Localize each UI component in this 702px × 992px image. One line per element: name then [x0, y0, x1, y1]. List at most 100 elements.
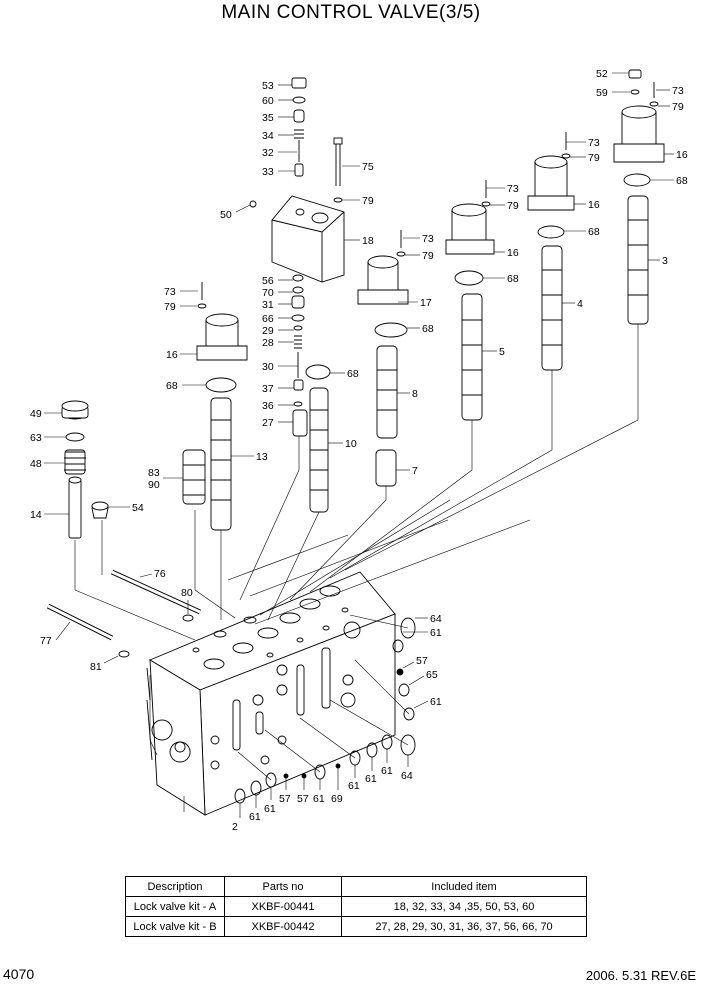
table-row: Lock valve kit - A XKBF-00441 18, 32, 33…: [125, 896, 587, 917]
callout: 68: [676, 175, 688, 187]
callout: 50: [220, 209, 232, 221]
callout: 49: [30, 408, 42, 420]
column-header: Description: [125, 876, 225, 897]
callout: 61: [264, 803, 276, 815]
callout: 52: [596, 68, 608, 80]
lock-valve-assembly-18: [249, 77, 345, 513]
callout: 10: [345, 438, 357, 450]
callout: 35: [262, 112, 274, 124]
table-cell: Lock valve kit - A: [125, 896, 225, 917]
callout-labels: 53 60 35 34 32 33 75 79 50 18 73 79 17 6…: [30, 68, 688, 833]
callout: 57: [297, 793, 309, 805]
callout: 79: [362, 195, 374, 207]
callout: 61: [348, 780, 360, 792]
bolts-and-washers: [46, 569, 202, 658]
callout: 18: [362, 235, 374, 247]
table-cell: XKBF-00442: [224, 916, 342, 937]
exploded-view-diagram: 53 60 35 34 32 33 75 79 50 18 73 79 17 6…: [30, 68, 688, 833]
callout: 68: [347, 368, 359, 380]
callout: 65: [426, 669, 438, 681]
callout: 79: [422, 250, 434, 262]
table-row: Lock valve kit - B XKBF-00442 27, 28, 29…: [125, 916, 587, 937]
column-header: Parts no: [224, 876, 342, 897]
callout: 57: [279, 793, 291, 805]
callout: 57: [416, 655, 428, 667]
callout: 70: [262, 287, 274, 299]
callout: 75: [362, 161, 374, 173]
callout: 61: [249, 811, 261, 823]
callout: 64: [430, 613, 442, 625]
callout: 27: [262, 417, 274, 429]
callout: 61: [365, 773, 377, 785]
callout: 68: [507, 273, 519, 285]
callout: 16: [507, 247, 519, 259]
callout: 29: [262, 325, 274, 337]
callout: 4: [577, 298, 583, 310]
callout: 61: [313, 793, 325, 805]
callout: 60: [262, 95, 274, 107]
callout: 48: [30, 458, 42, 470]
assembly-lines: [74, 324, 639, 781]
callout: 61: [381, 765, 393, 777]
column-header: Included item: [341, 876, 587, 897]
callout: 76: [154, 568, 166, 580]
callout: 68: [166, 380, 178, 392]
callout: 56: [262, 275, 274, 287]
callout: 90: [148, 479, 160, 491]
callout: 63: [30, 432, 42, 444]
callout: 79: [588, 152, 600, 164]
lock-valve-kits-table: Description Parts no Included item Lock …: [125, 876, 587, 937]
callout-leaders: [44, 72, 674, 818]
spool-assembly-3: [613, 69, 665, 325]
callout: 53: [262, 80, 274, 92]
callout: 54: [132, 502, 144, 514]
callout: 73: [588, 137, 600, 149]
callout: 73: [422, 233, 434, 245]
callout: 28: [262, 337, 274, 349]
callout: 32: [262, 147, 274, 159]
callout: 37: [262, 383, 274, 395]
table-cell: 18, 32, 33, 34 ,35, 50, 53, 60: [341, 896, 587, 917]
table-cell: XKBF-00441: [224, 896, 342, 917]
callout: 3: [662, 255, 668, 267]
callout: 81: [90, 661, 102, 673]
callout: 36: [262, 400, 274, 412]
callout: 64: [401, 770, 413, 782]
callout: 59: [596, 87, 608, 99]
callout: 8: [412, 388, 418, 400]
callout: 31: [262, 299, 274, 311]
table-cell: Lock valve kit - B: [125, 916, 225, 937]
page-number: 4070: [3, 966, 35, 982]
callout: 61: [430, 696, 442, 708]
callout: 79: [507, 200, 519, 212]
callout: 73: [507, 183, 519, 195]
callout: 16: [676, 149, 688, 161]
callout: 33: [262, 166, 274, 178]
callout: 68: [588, 226, 600, 238]
callout: 83: [148, 467, 160, 479]
valve-body: [146, 571, 396, 816]
callout: 68: [422, 323, 434, 335]
spool-assembly-13: [182, 282, 248, 531]
revision-date: 2006. 5.31 REV.6E: [585, 968, 696, 983]
spool-assembly-8: [357, 230, 409, 487]
callout: 5: [499, 346, 505, 358]
callout: 73: [672, 85, 684, 97]
spool-assembly-5: [445, 180, 495, 421]
callout: 16: [588, 199, 600, 211]
spool-assembly-4: [527, 132, 575, 371]
callout: 79: [672, 101, 684, 113]
callout: 2: [232, 821, 238, 833]
callout: 80: [181, 587, 193, 599]
callout: 34: [262, 130, 274, 142]
callout: 73: [164, 286, 176, 298]
callout: 30: [262, 361, 274, 373]
table-cell: 27, 28, 29, 30, 31, 36, 37, 56, 66, 70: [341, 916, 587, 937]
callout: 61: [430, 627, 442, 639]
callout: 16: [166, 349, 178, 361]
callout: 77: [40, 635, 52, 647]
callout: 14: [30, 509, 42, 521]
callout: 66: [262, 313, 274, 325]
callout: 17: [420, 297, 432, 309]
callout: 13: [256, 451, 268, 463]
